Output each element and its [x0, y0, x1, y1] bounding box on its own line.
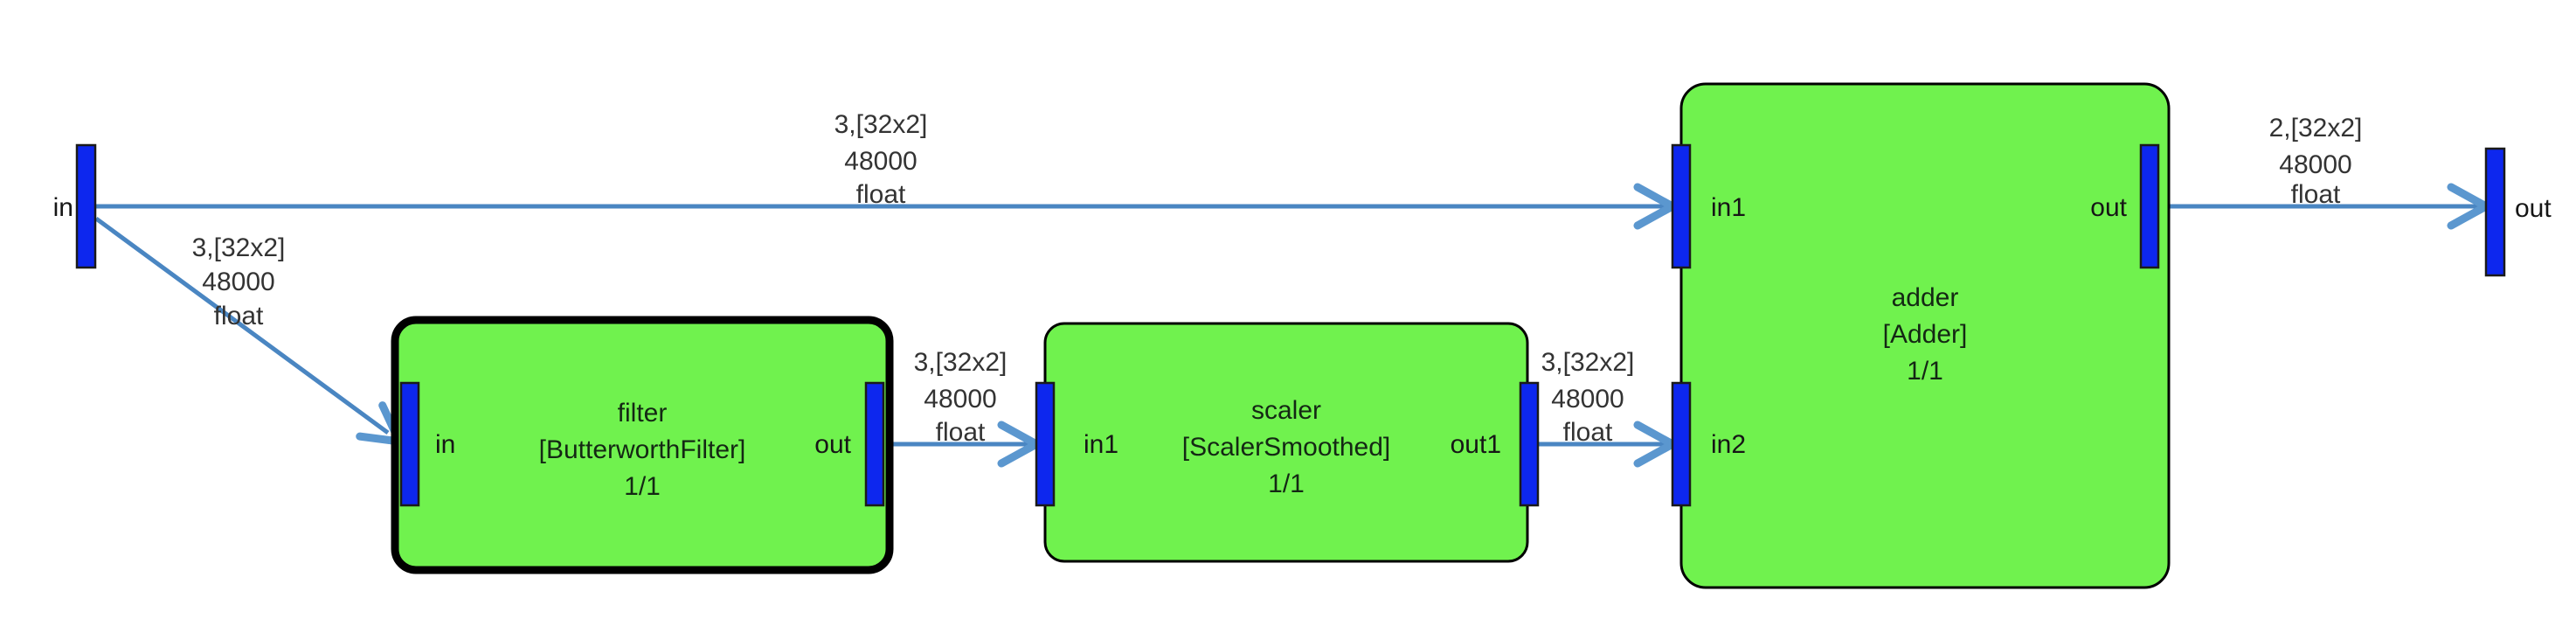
block-scaler-type: [ScalerSmoothed]	[1182, 433, 1390, 462]
graph-output-label: out	[2515, 194, 2552, 223]
port-scaler-in1[interactable]	[1035, 381, 1056, 507]
arrowhead-icon	[1633, 183, 1677, 230]
wire-in-to-filter-in[interactable]: 3,[32x2] 48000 float	[94, 216, 411, 457]
port-scaler-out1-label: out1	[1451, 430, 1501, 459]
arrowhead-icon	[997, 421, 1041, 468]
block-filter-instances: 1/1	[624, 472, 661, 501]
block-adder-title: adder	[1892, 283, 1959, 312]
wire-label-line: 3,[32x2]	[914, 348, 1008, 377]
wire-label-line: 48000	[844, 147, 917, 176]
block-filter-body[interactable]	[391, 316, 894, 574]
graph-input-label: in	[53, 193, 73, 222]
block-filter-type: [ButterworthFilter]	[539, 435, 746, 464]
wire-label-line: 3,[32x2]	[1541, 348, 1635, 377]
wire-label-line: 3,[32x2]	[192, 233, 286, 262]
block-filter[interactable]: in out filter [ButterworthFilter] 1/1	[391, 316, 894, 574]
port-adder-in2[interactable]	[1671, 381, 1692, 507]
block-adder-type: [Adder]	[1883, 320, 1968, 349]
port-adder-out-label: out	[2090, 193, 2127, 222]
wire-label-line: float	[2291, 180, 2341, 209]
block-scaler[interactable]: in1 out1 scaler [ScalerSmoothed] 1/1	[1035, 322, 1540, 563]
block-scaler-title: scaler	[1251, 396, 1321, 425]
port-filter-out-label: out	[814, 430, 851, 459]
wire-label-line: float	[1563, 418, 1613, 447]
wire-scaler-out1-to-adder-in2[interactable]: 3,[32x2] 48000 float	[1538, 348, 1677, 468]
wire-label-line: float	[214, 302, 264, 330]
wire-adder-out-to-out[interactable]: 2,[32x2] 48000 float	[2158, 114, 2490, 230]
graph-input-port[interactable]: in	[53, 143, 97, 269]
wire-label-line: 48000	[924, 385, 996, 414]
port-adder-out[interactable]	[2139, 143, 2160, 269]
graph-output-port-bar[interactable]	[2484, 147, 2506, 277]
port-adder-in2-label: in2	[1711, 430, 1746, 459]
graph-input-port-bar[interactable]	[75, 143, 97, 269]
arrowhead-icon	[2447, 183, 2490, 230]
port-adder-in1[interactable]	[1671, 143, 1692, 269]
wire-label-line: 3,[32x2]	[834, 110, 928, 139]
port-filter-in-label: in	[435, 430, 455, 459]
wire-label-line: float	[936, 418, 986, 447]
wire-line[interactable]	[94, 216, 390, 435]
wire-label-line: 48000	[1551, 385, 1624, 414]
port-scaler-in1-label: in1	[1084, 430, 1118, 459]
wire-label-line: 2,[32x2]	[2269, 114, 2363, 143]
port-adder-in1-label: in1	[1711, 193, 1746, 222]
graph-output-port[interactable]: out	[2484, 147, 2552, 277]
wire-label-line: float	[856, 180, 906, 209]
block-filter-title: filter	[618, 399, 668, 428]
block-adder[interactable]: in1 in2 out adder [Adder] 1/1	[1671, 82, 2171, 589]
wire-filter-out-to-scaler-in1[interactable]: 3,[32x2] 48000 float	[883, 348, 1041, 468]
wire-in-to-adder-in1[interactable]: 3,[32x2] 48000 float	[95, 110, 1677, 230]
wire-label-line: 48000	[2279, 150, 2351, 179]
wire-label-line: 48000	[202, 268, 274, 296]
block-adder-body[interactable]	[1679, 82, 2171, 589]
port-filter-out[interactable]	[864, 381, 885, 507]
port-filter-in[interactable]	[399, 381, 420, 507]
arrowhead-icon	[1633, 421, 1677, 468]
port-scaler-out1[interactable]	[1519, 381, 1540, 507]
block-adder-instances: 1/1	[1907, 357, 1943, 386]
block-scaler-instances: 1/1	[1268, 469, 1305, 498]
